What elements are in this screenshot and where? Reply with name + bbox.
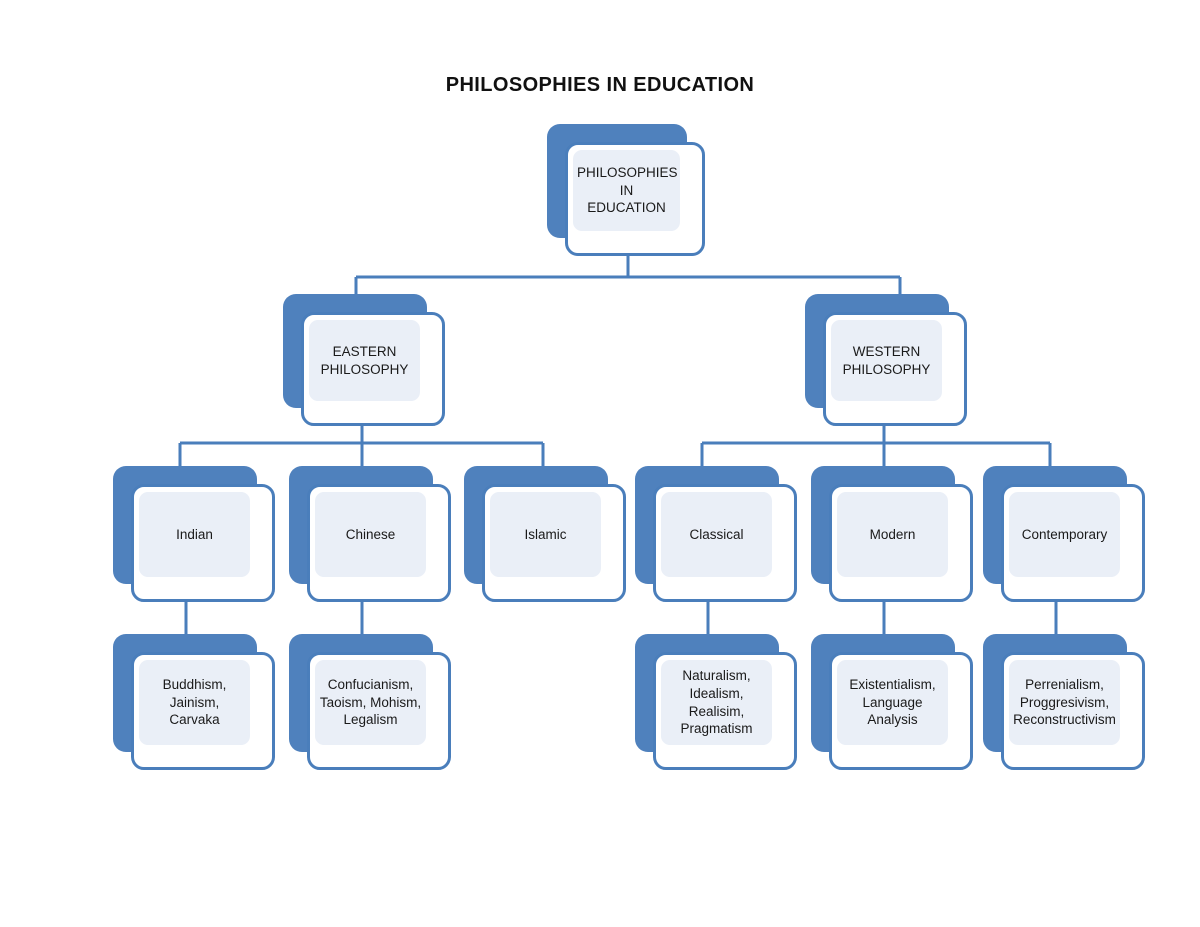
node-panel: Buddhism, Jainism, Carvaka	[139, 660, 250, 745]
node-card: PHILOSOPHIES IN EDUCATION	[565, 142, 705, 256]
page-title: PHILOSOPHIES IN EDUCATION	[445, 74, 755, 96]
node-card: Contemporary	[1001, 484, 1145, 602]
node-panel: Chinese	[315, 492, 426, 577]
node-panel: Contemporary	[1009, 492, 1120, 577]
node-label: Naturalism, Idealism, Realisim, Pragmati…	[680, 667, 753, 737]
node-card: Buddhism, Jainism, Carvaka	[131, 652, 275, 770]
node-label: Indian	[176, 526, 213, 542]
node-chinese-schools[interactable]: Confucianism, Taoism, Mohism, Legalism	[289, 634, 451, 770]
node-card: WESTERN PHILOSOPHY	[823, 312, 967, 426]
node-classical-schools[interactable]: Naturalism, Idealism, Realisim, Pragmati…	[635, 634, 797, 770]
node-panel: WESTERN PHILOSOPHY	[831, 320, 942, 401]
node-label: PHILOSOPHIES IN EDUCATION	[577, 164, 678, 216]
node-classical[interactable]: Classical	[635, 466, 797, 602]
node-eastern-philosophy[interactable]: EASTERN PHILOSOPHY	[283, 294, 445, 426]
node-label: Classical	[689, 526, 744, 542]
node-panel: Indian	[139, 492, 250, 577]
node-card: Chinese	[307, 484, 451, 602]
node-western-philosophy[interactable]: WESTERN PHILOSOPHY	[805, 294, 967, 426]
node-card: Naturalism, Idealism, Realisim, Pragmati…	[653, 652, 797, 770]
node-label: Perrenialism, Proggresivism, Reconstruct…	[1013, 676, 1116, 728]
node-card: Islamic	[482, 484, 626, 602]
node-label: Contemporary	[1021, 526, 1108, 542]
node-card: Classical	[653, 484, 797, 602]
node-islamic[interactable]: Islamic	[464, 466, 626, 602]
node-panel: Perrenialism, Proggresivism, Reconstruct…	[1009, 660, 1120, 745]
node-modern-schools[interactable]: Existentialism, Language Analysis	[811, 634, 973, 770]
node-contemporary[interactable]: Contemporary	[983, 466, 1145, 602]
node-philosophies-in-education[interactable]: PHILOSOPHIES IN EDUCATION	[547, 124, 705, 256]
node-contemporary-schools[interactable]: Perrenialism, Proggresivism, Reconstruct…	[983, 634, 1145, 770]
node-label: Confucianism, Taoism, Mohism, Legalism	[319, 676, 422, 728]
node-label: Modern	[869, 526, 916, 542]
node-modern[interactable]: Modern	[811, 466, 973, 602]
node-card: Indian	[131, 484, 275, 602]
node-panel: Existentialism, Language Analysis	[837, 660, 948, 745]
node-label: Chinese	[345, 526, 396, 542]
node-card: Modern	[829, 484, 973, 602]
node-label: EASTERN PHILOSOPHY	[320, 343, 409, 377]
node-panel: PHILOSOPHIES IN EDUCATION	[573, 150, 680, 231]
node-panel: Islamic	[490, 492, 601, 577]
node-card: Confucianism, Taoism, Mohism, Legalism	[307, 652, 451, 770]
node-panel: Naturalism, Idealism, Realisim, Pragmati…	[661, 660, 772, 745]
node-chinese[interactable]: Chinese	[289, 466, 451, 602]
node-label: Buddhism, Jainism, Carvaka	[162, 676, 227, 728]
node-panel: Modern	[837, 492, 948, 577]
node-panel: EASTERN PHILOSOPHY	[309, 320, 420, 401]
node-card: Existentialism, Language Analysis	[829, 652, 973, 770]
node-panel: Classical	[661, 492, 772, 577]
node-card: EASTERN PHILOSOPHY	[301, 312, 445, 426]
node-label: Existentialism, Language Analysis	[849, 676, 936, 728]
node-label: Islamic	[524, 526, 567, 542]
node-card: Perrenialism, Proggresivism, Reconstruct…	[1001, 652, 1145, 770]
node-indian[interactable]: Indian	[113, 466, 275, 602]
node-label: WESTERN PHILOSOPHY	[842, 343, 931, 377]
node-indian-schools[interactable]: Buddhism, Jainism, Carvaka	[113, 634, 275, 770]
node-panel: Confucianism, Taoism, Mohism, Legalism	[315, 660, 426, 745]
